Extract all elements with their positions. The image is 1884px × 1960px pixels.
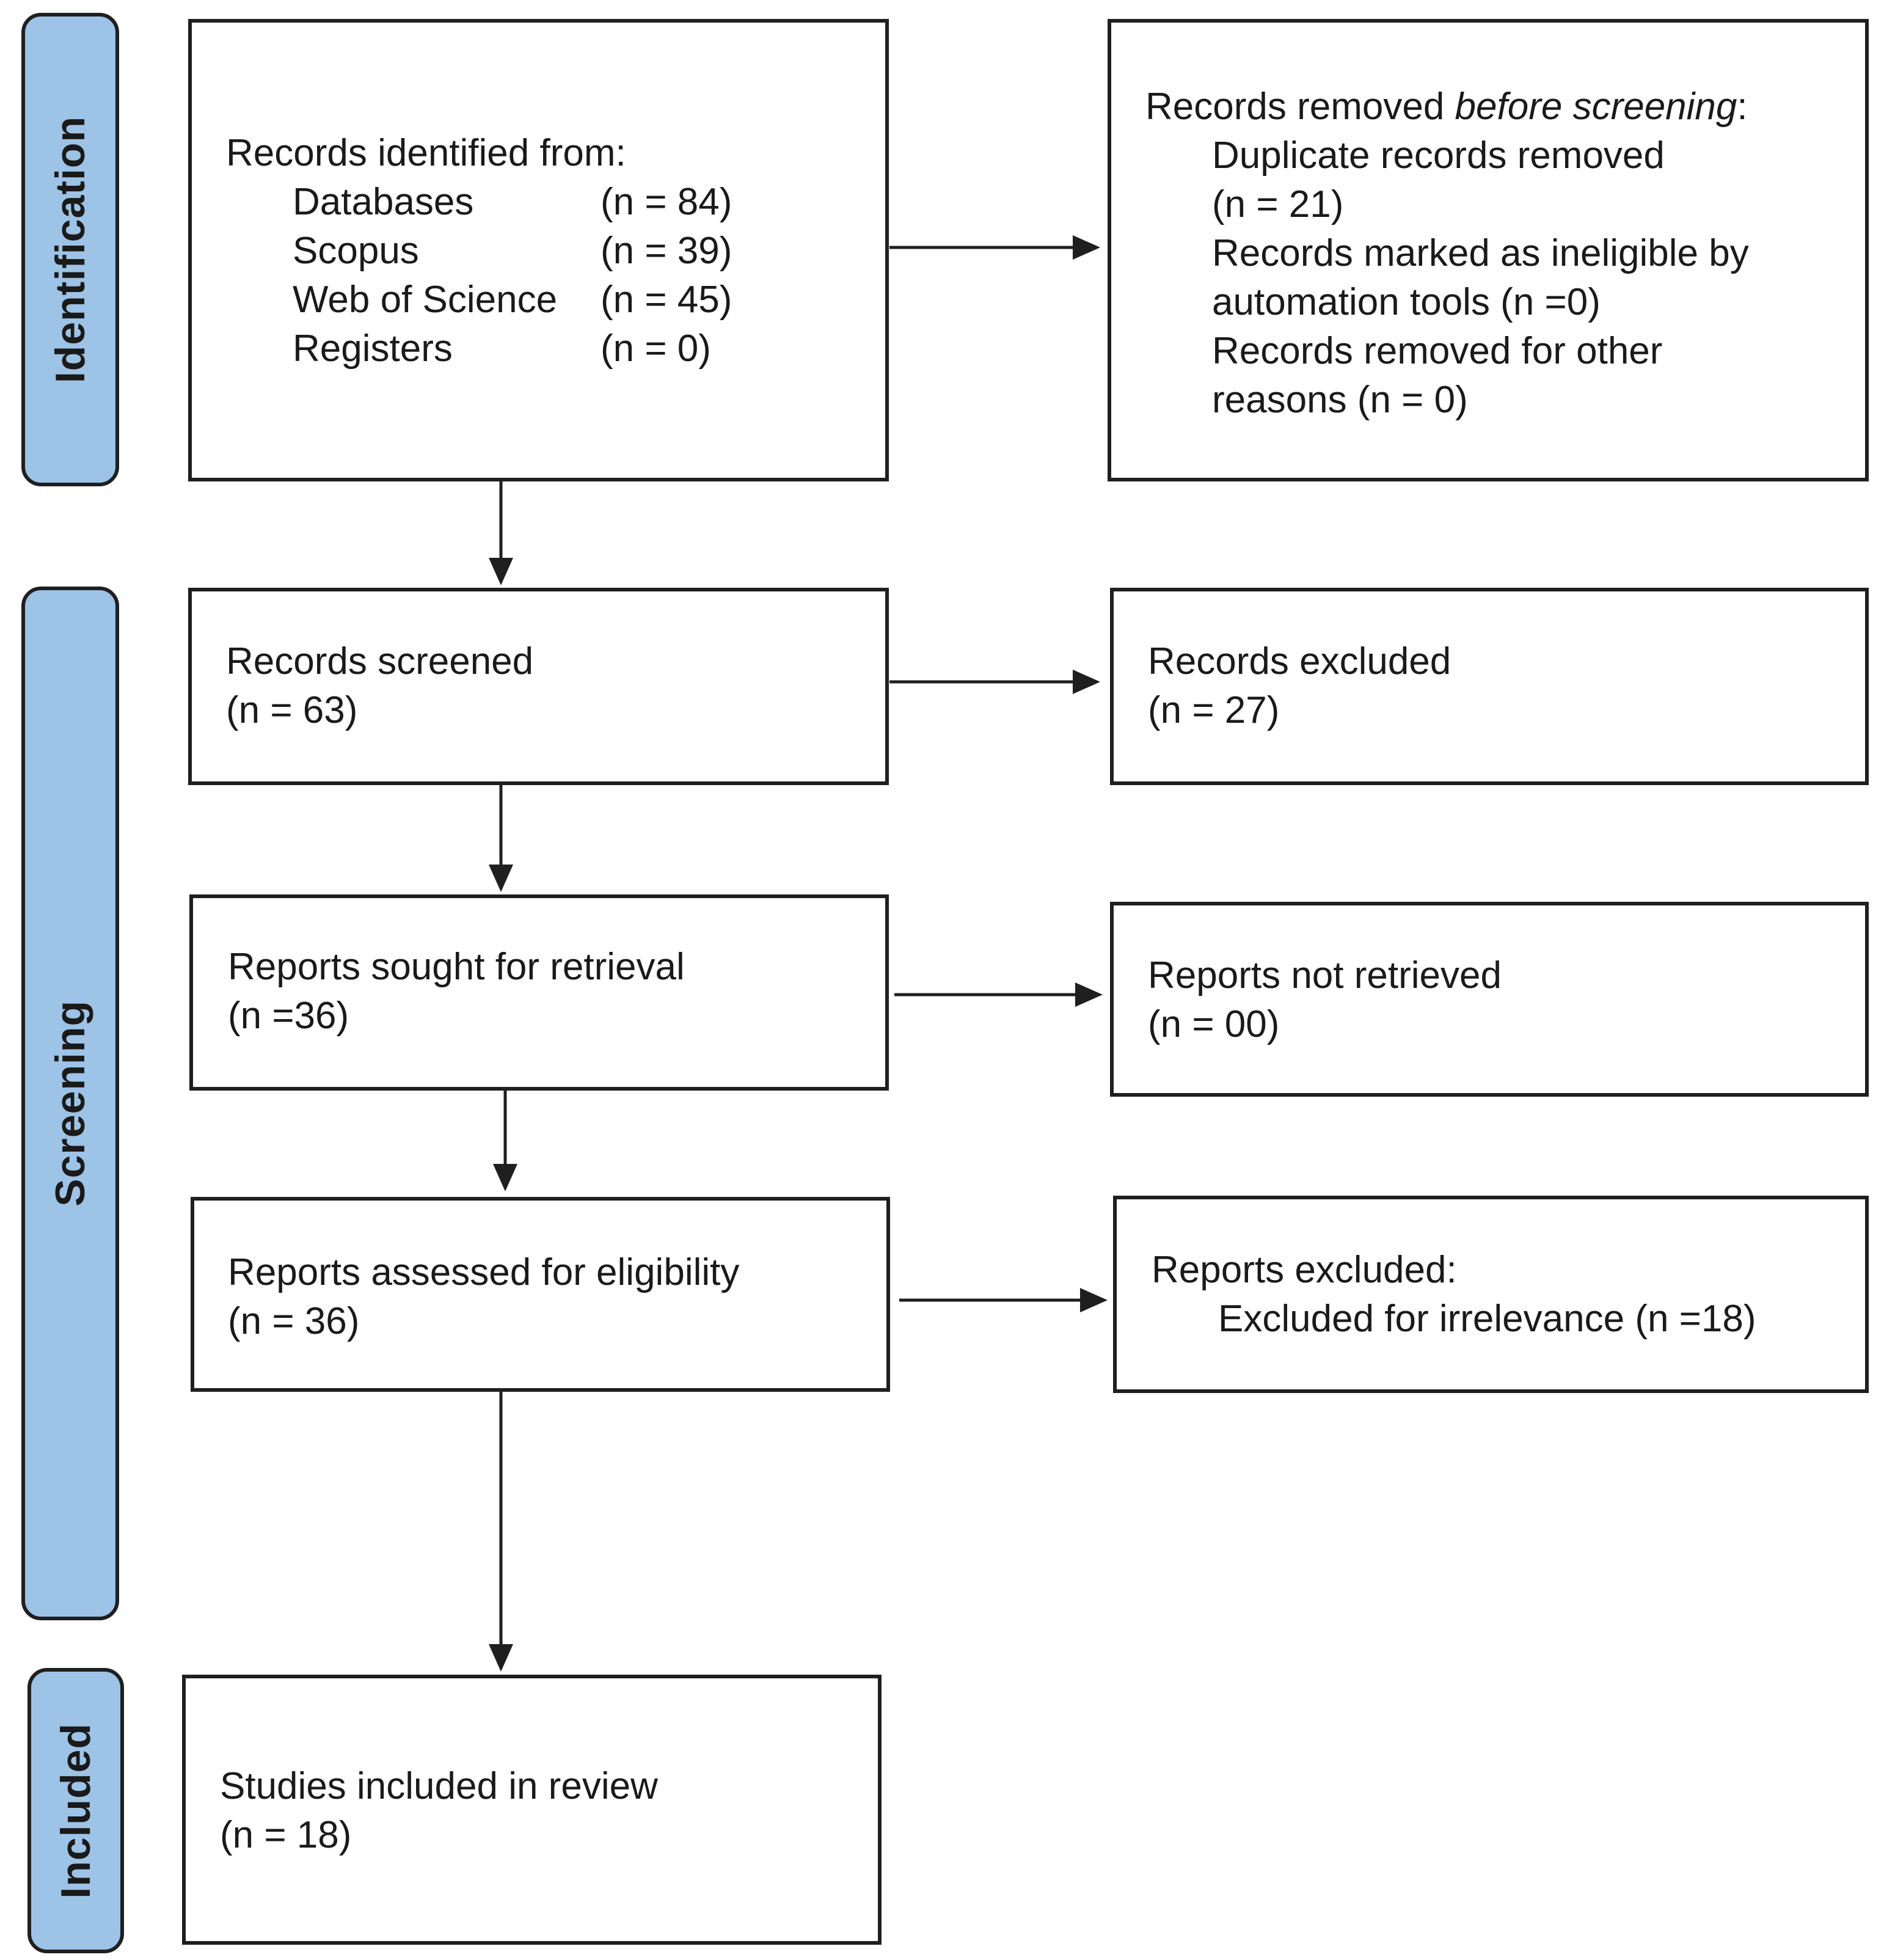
reports-assessed-box	[191, 1197, 890, 1392]
reports-excluded-text: Reports excluded: Excluded for irrelevanc…	[1152, 1246, 1756, 1344]
count: (n = 18)	[220, 1814, 352, 1856]
line: Records marked as ineligible by	[1212, 232, 1749, 274]
phase-identification: Identification	[21, 13, 119, 486]
studies-included-text: Studies included in review (n = 18)	[220, 1762, 658, 1860]
arrowhead	[1073, 670, 1100, 694]
source-count: (n = 45)	[601, 279, 732, 321]
line: Duplicate records removed	[1212, 134, 1665, 177]
arrowhead	[1073, 235, 1100, 260]
heading-suffix: :	[1737, 86, 1748, 128]
label: Records excluded	[1148, 640, 1451, 682]
source-count: (n = 0)	[601, 327, 711, 370]
count: (n = 00)	[1148, 1003, 1280, 1045]
phase-included: Included	[27, 1668, 124, 1953]
phase-screening: Screening	[21, 587, 119, 1620]
reports-assessed-text: Reports assessed for eligibility (n = 36)	[228, 1248, 739, 1346]
reports-sought-box	[189, 894, 889, 1091]
arrowhead	[1075, 982, 1103, 1007]
arrowhead	[493, 1164, 517, 1191]
reports-not-retrieved-box	[1110, 902, 1869, 1097]
source-count: (n = 39)	[601, 230, 732, 272]
source-label: Registers	[293, 327, 453, 370]
records-excluded-box	[1110, 588, 1869, 785]
count: (n = 27)	[1148, 689, 1280, 731]
source-label: Databases	[293, 181, 474, 223]
heading: Records identified from:	[226, 132, 626, 174]
source-row: Registers (n = 0)	[226, 324, 732, 373]
source-row: Web of Science (n = 45)	[226, 276, 732, 324]
line: Records removed for other	[1212, 330, 1663, 372]
heading: Reports excluded:	[1152, 1249, 1457, 1291]
reports-sought-text: Reports sought for retrieval (n =36)	[228, 943, 685, 1040]
arrowhead	[489, 865, 513, 892]
count: (n = 63)	[226, 689, 358, 731]
count: (n = 36)	[228, 1300, 360, 1342]
reason: Excluded for irrelevance (n =18)	[1218, 1298, 1756, 1340]
records-identified-box	[188, 19, 889, 481]
heading-italic: before screening	[1455, 86, 1737, 128]
line: reasons (n = 0)	[1212, 379, 1468, 421]
records-screened-text: Records screened (n = 63)	[226, 637, 533, 735]
label: Reports assessed for eligibility	[228, 1251, 740, 1293]
source-count: (n = 84)	[601, 181, 732, 223]
arrowhead	[489, 1644, 513, 1672]
line: automation tools (n =0)	[1212, 281, 1601, 323]
reports-excluded-box	[1113, 1196, 1869, 1393]
records-identified-text: Records identified from: Databases (n = 8…	[226, 129, 732, 373]
arrowhead	[1080, 1288, 1108, 1312]
label: Reports not retrieved	[1148, 954, 1502, 996]
records-removed-text: Records removed before screening: Duplic…	[1145, 82, 1749, 425]
studies-included-box	[182, 1675, 882, 1945]
count: (n =36)	[228, 995, 349, 1037]
label: Records screened	[226, 640, 534, 682]
heading-prefix: Records removed	[1145, 86, 1455, 128]
source-label: Scopus	[293, 230, 419, 272]
source-label: Web of Science	[293, 279, 558, 321]
records-excluded-text: Records excluded (n = 27)	[1148, 637, 1451, 735]
label: Reports sought for retrieval	[228, 946, 685, 988]
heading: Records removed before screening:	[1145, 82, 1749, 131]
source-row: Scopus (n = 39)	[226, 227, 732, 276]
records-screened-box	[188, 588, 889, 785]
line: (n = 21)	[1212, 183, 1344, 225]
records-removed-box	[1108, 19, 1869, 481]
source-row: Databases (n = 84)	[226, 178, 732, 227]
label: Studies included in review	[220, 1765, 658, 1807]
arrowhead	[489, 558, 513, 585]
reports-not-retrieved-text: Reports not retrieved (n = 00)	[1148, 951, 1502, 1049]
